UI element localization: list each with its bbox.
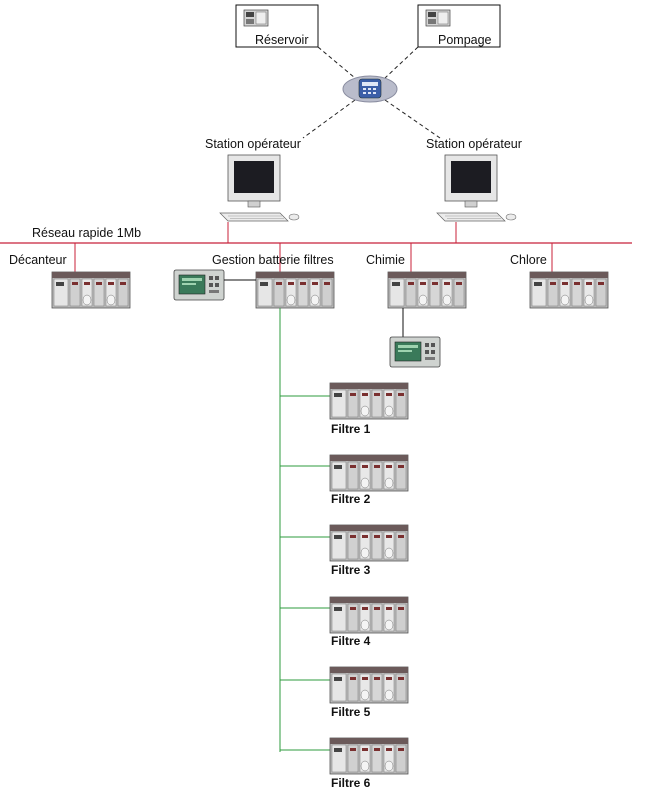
modem-hub-icon bbox=[342, 75, 398, 103]
plc-rack-chlore bbox=[529, 271, 609, 309]
chlore-label: Chlore bbox=[510, 253, 547, 267]
gestion-label: Gestion batterie filtres bbox=[212, 253, 334, 267]
plc-rack-gestion bbox=[255, 271, 335, 309]
pompage-label: Pompage bbox=[438, 33, 492, 47]
decanteur-label: Décanteur bbox=[9, 253, 67, 267]
plc-rack-filtre-5 bbox=[329, 666, 409, 704]
operator-terminal-chimie bbox=[389, 336, 441, 368]
plc-rack-filtre-1 bbox=[329, 382, 409, 420]
filtre-4-label: Filtre 4 bbox=[331, 634, 371, 648]
remote-unit-icon bbox=[243, 9, 269, 27]
filter-bus bbox=[279, 308, 330, 752]
filtre-2-label: Filtre 2 bbox=[331, 492, 371, 506]
workstation-icon bbox=[436, 154, 517, 222]
filtre-1-label: Filtre 1 bbox=[331, 422, 371, 436]
station-left-label: Station opérateur bbox=[205, 137, 301, 151]
plc-rack-filtre-3 bbox=[329, 524, 409, 562]
filtre-5-label: Filtre 5 bbox=[331, 705, 371, 719]
network-label: Réseau rapide 1Mb bbox=[32, 226, 142, 240]
reservoir-label: Réservoir bbox=[255, 33, 309, 47]
plc-rack-filtre-2 bbox=[329, 454, 409, 492]
filtre-6-label: Filtre 6 bbox=[331, 776, 371, 790]
chimie-label: Chimie bbox=[366, 253, 405, 267]
operator-terminal-gestion bbox=[173, 269, 225, 301]
plc-rack-filtre-4 bbox=[329, 596, 409, 634]
workstation-icon bbox=[219, 154, 300, 222]
plc-rack-chimie bbox=[387, 271, 467, 309]
plc-rack-filtre-6 bbox=[329, 737, 409, 775]
plc-rack-decanteur bbox=[51, 271, 131, 309]
remote-unit-icon bbox=[425, 9, 451, 27]
station-right-label: Station opérateur bbox=[426, 137, 522, 151]
dashed-links bbox=[302, 46, 441, 139]
filtre-3-label: Filtre 3 bbox=[331, 563, 371, 577]
